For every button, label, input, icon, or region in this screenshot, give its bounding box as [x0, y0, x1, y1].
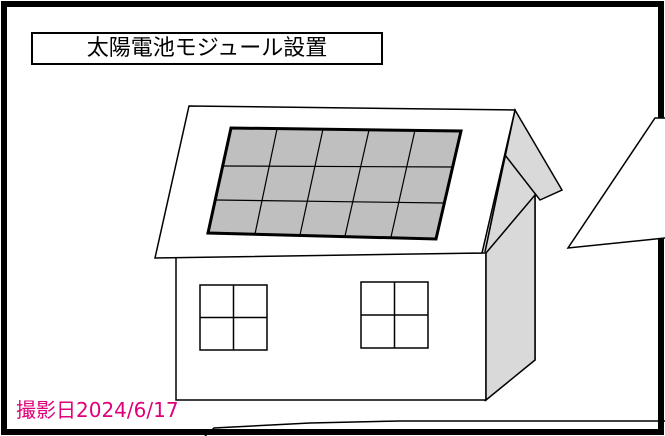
solar-panel-row-line	[215, 199, 445, 204]
solar-panel-frame	[206, 126, 463, 241]
speech-bubble	[566, 117, 665, 249]
solar-panel-col-line	[299, 128, 324, 236]
window-left	[199, 284, 268, 351]
photo-date-label: 撮影日2024/6/17	[16, 398, 179, 422]
solar-panel-col-line	[254, 128, 278, 235]
bottom-callout	[204, 420, 665, 436]
solar-panel-col-line	[390, 129, 416, 238]
solar-panel-col-line	[344, 129, 370, 237]
window-right	[360, 281, 429, 349]
solar-panel	[206, 126, 463, 241]
solar-panel-row-line	[222, 165, 453, 168]
diagram-title: 太陽電池モジュール設置	[31, 32, 383, 65]
house-side-face	[485, 192, 536, 402]
